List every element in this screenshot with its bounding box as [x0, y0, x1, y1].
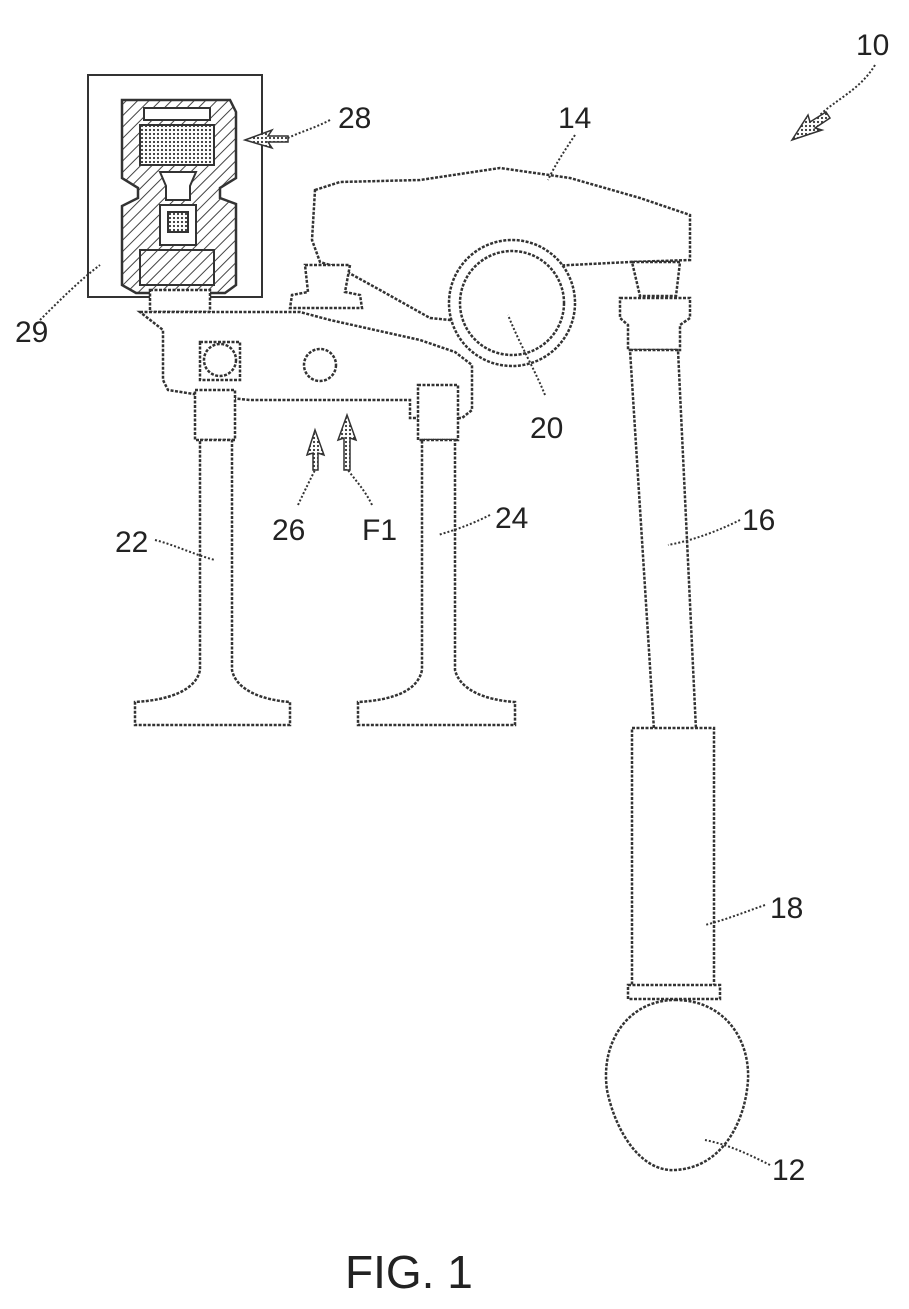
- arrow-26: [307, 430, 324, 470]
- label-16: 16: [742, 504, 775, 537]
- label-22: 22: [115, 526, 148, 559]
- label-F1: F1: [362, 514, 397, 547]
- lifter: [632, 728, 714, 988]
- rocker-right-foot: [632, 262, 680, 296]
- label-24: 24: [495, 502, 528, 535]
- leader-F1: [348, 470, 372, 505]
- pushrod-top-cup: [620, 298, 690, 350]
- valve-22: [135, 390, 290, 725]
- lifter-foot: [628, 985, 720, 999]
- rocker-shaft-inner: [460, 251, 564, 355]
- arrow-28: [245, 130, 288, 148]
- arrow-F1: [338, 415, 356, 470]
- actuator-28: [122, 100, 236, 293]
- label-29: 29: [15, 316, 48, 349]
- arrow-10: [792, 112, 830, 140]
- leader-14: [548, 135, 575, 180]
- figure-caption: FIG. 1: [345, 1246, 473, 1298]
- label-26: 26: [272, 514, 305, 547]
- label-14: 14: [558, 102, 591, 135]
- label-18: 18: [770, 892, 803, 925]
- bridge-pin-right: [304, 349, 336, 381]
- leader-28: [288, 120, 330, 138]
- label-28: 28: [338, 102, 371, 135]
- label-10: 10: [856, 29, 889, 62]
- cam-lobe: [606, 1000, 748, 1170]
- leader-10: [820, 65, 875, 115]
- bridge-pin-left: [204, 344, 236, 376]
- label-20: 20: [530, 412, 563, 445]
- label-12: 12: [772, 1154, 805, 1187]
- leader-26: [298, 470, 315, 505]
- actuator-plunger: [150, 290, 210, 312]
- valve-24: [358, 385, 515, 725]
- leader-29: [40, 265, 100, 320]
